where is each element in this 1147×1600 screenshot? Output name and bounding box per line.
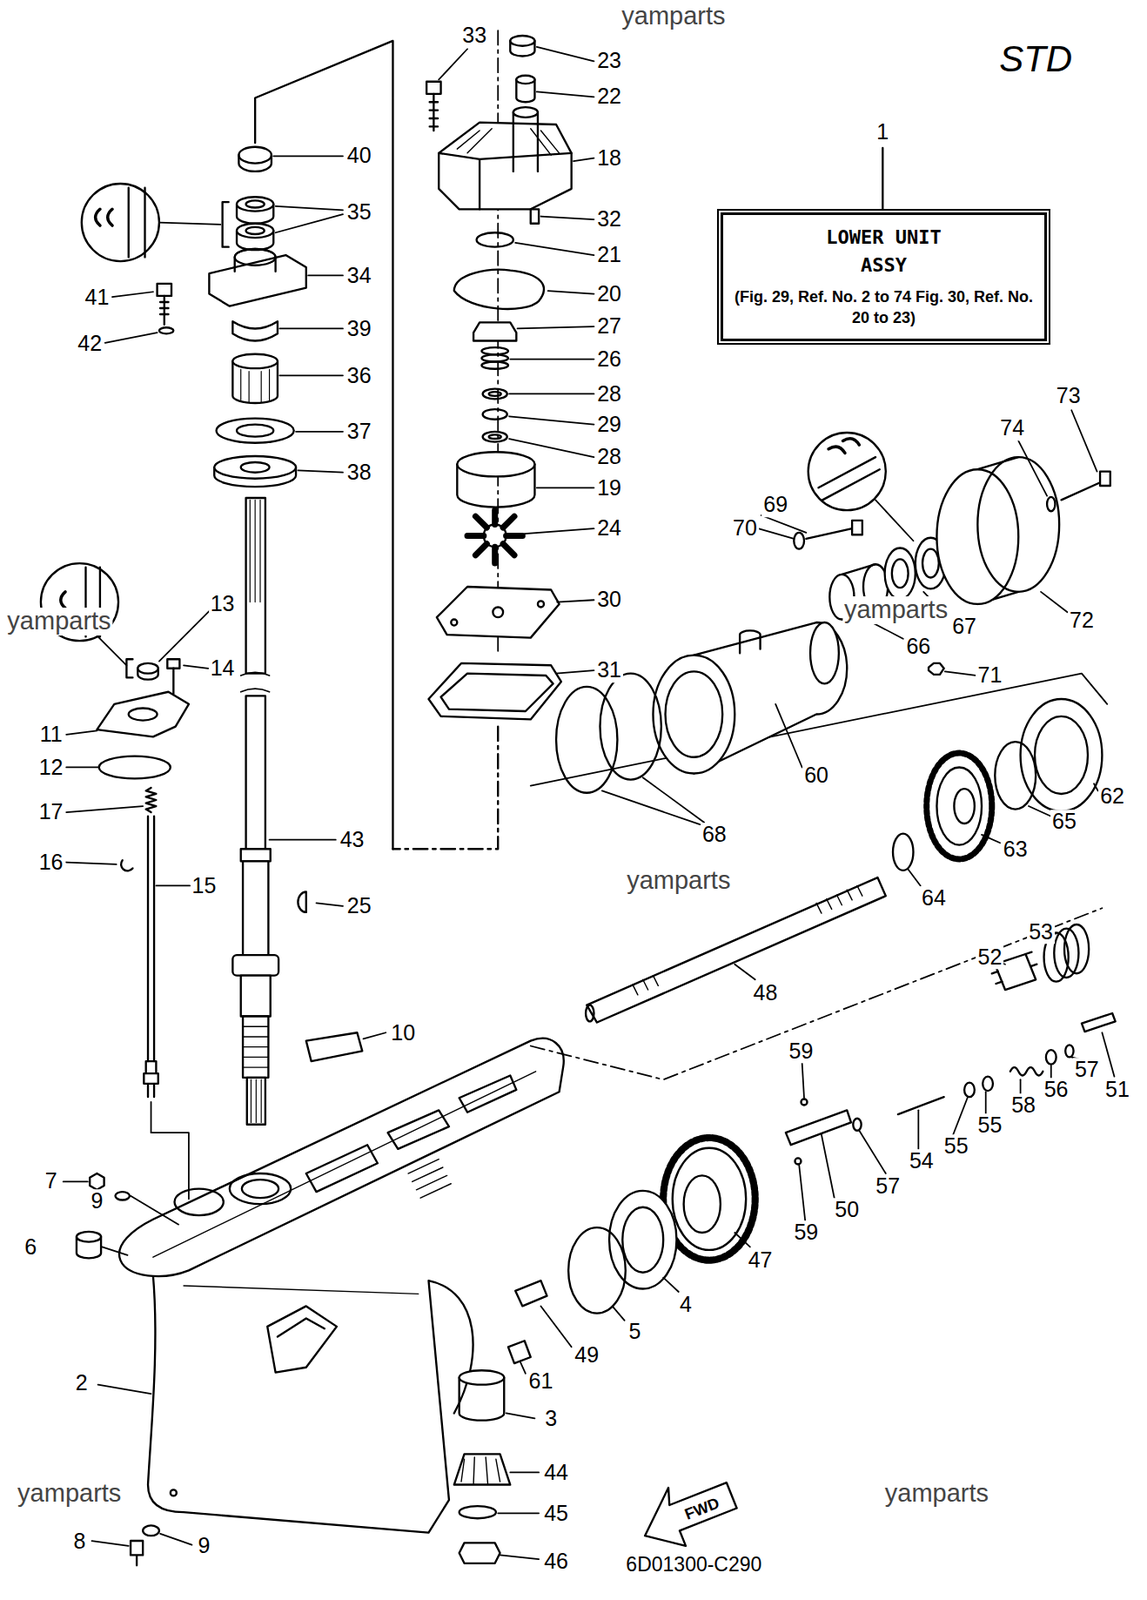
callout-number: 3 bbox=[543, 1406, 559, 1431]
callout-number: 24 bbox=[595, 516, 624, 542]
callout-number: 52 bbox=[976, 945, 1005, 970]
callout-number: 18 bbox=[595, 146, 624, 171]
callout-number: 33 bbox=[460, 23, 489, 48]
callout-number: 20 bbox=[595, 281, 624, 307]
callout-number: 59 bbox=[787, 1039, 816, 1064]
callout-number: 15 bbox=[190, 873, 219, 899]
callout-number: 51 bbox=[1103, 1078, 1132, 1103]
callout-number: 22 bbox=[595, 85, 624, 110]
assembly-box: LOWER UNIT ASSY (Fig. 29, Ref. No. 2 to 7… bbox=[720, 212, 1047, 342]
callout-number: 16 bbox=[37, 850, 66, 875]
callout-number: 50 bbox=[832, 1197, 861, 1222]
callout-number: 70 bbox=[731, 516, 759, 542]
callout-number: 9 bbox=[196, 1534, 213, 1559]
watermark: yamparts bbox=[624, 866, 732, 895]
callout-number: 5 bbox=[626, 1319, 643, 1344]
callout-number: 26 bbox=[595, 347, 624, 372]
callout-number: 30 bbox=[595, 588, 624, 613]
box-note: (Fig. 29, Ref. No. 2 to 74 Fig. 30, Ref.… bbox=[733, 286, 1034, 329]
callout-number: 73 bbox=[1054, 383, 1083, 409]
callout-number: 57 bbox=[873, 1173, 902, 1199]
callout-number: 46 bbox=[542, 1549, 571, 1574]
callout-number: 28 bbox=[595, 445, 624, 470]
callout-number: 27 bbox=[595, 314, 624, 339]
callout-number: 68 bbox=[700, 822, 729, 847]
callout-number: 53 bbox=[1026, 919, 1055, 945]
callout-number: 32 bbox=[595, 207, 624, 232]
callout-number: 57 bbox=[1073, 1057, 1101, 1082]
callout-number: 62 bbox=[1098, 784, 1127, 809]
watermark: yamparts bbox=[842, 596, 950, 624]
drawing-code: 6D01300-C290 bbox=[623, 1553, 764, 1576]
callout-number: 72 bbox=[1067, 608, 1096, 633]
callout-number: 41 bbox=[82, 286, 111, 311]
callout-number: 35 bbox=[345, 200, 374, 225]
callout-number: 11 bbox=[38, 723, 65, 748]
callout-number: 58 bbox=[1009, 1093, 1038, 1118]
callout-number: 44 bbox=[542, 1460, 571, 1485]
callout-number: 54 bbox=[907, 1149, 936, 1174]
watermark: yamparts bbox=[619, 2, 727, 31]
callout-number: 56 bbox=[1042, 1078, 1071, 1103]
callout-number: 10 bbox=[389, 1020, 417, 1046]
callout-number: 74 bbox=[998, 416, 1027, 442]
callout-number: 4 bbox=[677, 1292, 694, 1317]
callout-number: 55 bbox=[942, 1133, 971, 1159]
callout-number: 61 bbox=[527, 1368, 556, 1394]
callout-number: 42 bbox=[75, 331, 104, 356]
callout-number: 49 bbox=[572, 1342, 601, 1368]
callout-number: 21 bbox=[595, 242, 624, 268]
callout-number: 60 bbox=[802, 763, 831, 788]
callout-number: 37 bbox=[345, 419, 374, 444]
callout-number: 14 bbox=[208, 656, 237, 681]
callout-number: 2 bbox=[73, 1370, 90, 1396]
callout-number: 9 bbox=[88, 1188, 105, 1214]
callout-number: 67 bbox=[950, 614, 979, 639]
callout-number: 31 bbox=[595, 658, 624, 684]
variant-label: STD bbox=[997, 39, 1074, 80]
callout-number: 34 bbox=[345, 263, 374, 289]
callout-number: 7 bbox=[43, 1168, 60, 1194]
callout-number: 13 bbox=[208, 591, 237, 617]
callout-number: 66 bbox=[904, 635, 933, 660]
watermark: yamparts bbox=[5, 607, 113, 636]
callout-number: 23 bbox=[595, 49, 624, 74]
callout-number: 29 bbox=[595, 412, 624, 437]
callout-number: 43 bbox=[338, 827, 367, 852]
callout-number: 64 bbox=[919, 885, 948, 911]
callout-number: 59 bbox=[791, 1220, 820, 1246]
watermark: yamparts bbox=[15, 1479, 123, 1508]
callout-number: 45 bbox=[542, 1501, 571, 1526]
callout-number: 8 bbox=[72, 1529, 88, 1554]
box-heading: LOWER UNIT ASSY bbox=[809, 223, 958, 280]
callout-number: 12 bbox=[37, 755, 66, 780]
callout-number: 69 bbox=[761, 493, 790, 518]
callout-number: 6 bbox=[22, 1234, 39, 1260]
callout-number: 36 bbox=[345, 363, 374, 389]
callout-number: 25 bbox=[345, 894, 374, 919]
callout-number: 47 bbox=[746, 1247, 775, 1273]
callout-number: 55 bbox=[976, 1113, 1005, 1139]
callout-number: 1 bbox=[874, 120, 891, 146]
callout-number: 38 bbox=[345, 460, 374, 485]
callout-number: 71 bbox=[976, 664, 1005, 689]
callout-number: 63 bbox=[1001, 837, 1030, 862]
watermark: yamparts bbox=[883, 1479, 991, 1508]
callout-number: 28 bbox=[595, 382, 624, 407]
callout-number: 19 bbox=[595, 476, 624, 501]
callout-number: 17 bbox=[37, 800, 66, 826]
callout-number: 65 bbox=[1050, 809, 1079, 834]
callout-number: 39 bbox=[345, 316, 374, 342]
callout-number: 40 bbox=[345, 144, 374, 169]
callout-number: 48 bbox=[751, 980, 780, 1006]
